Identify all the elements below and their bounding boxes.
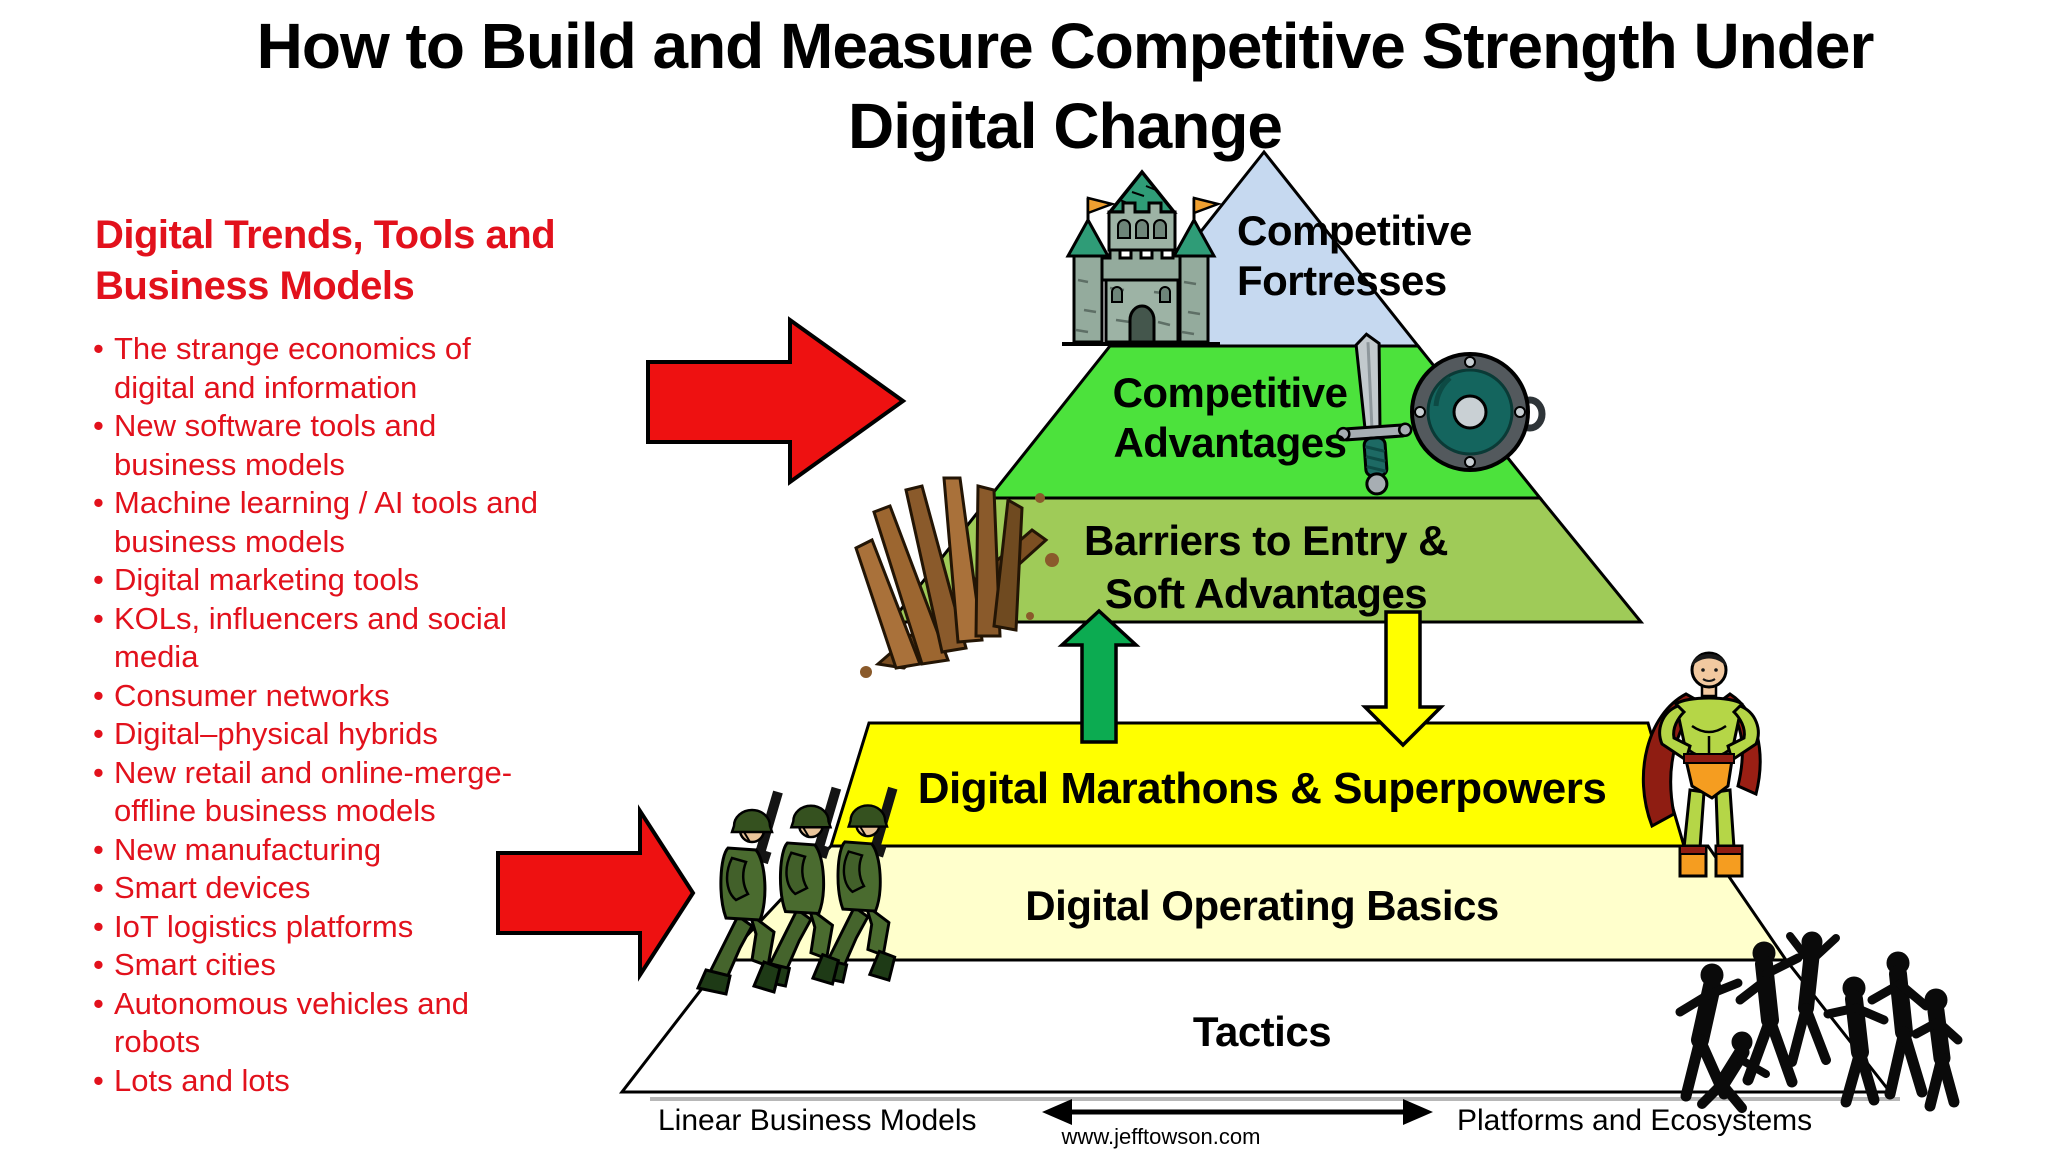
label-digital-marathons: Digital Marathons & Superpowers: [918, 764, 1607, 814]
label-digital-operating-basics: Digital Operating Basics: [1025, 882, 1499, 930]
label-tactics: Tactics: [1192, 1008, 1332, 1056]
shield-icon: [1410, 352, 1546, 472]
yellow-down-arrow-icon: [1360, 610, 1446, 748]
label-line: Competitive: [1112, 369, 1348, 416]
double-headed-arrow-icon: [1042, 1099, 1433, 1125]
list-item: Digital–physical hybrids: [90, 715, 542, 754]
red-arrow-upper-icon: [646, 316, 907, 486]
list-item: New manufacturing: [90, 831, 542, 870]
label-line: Advantages: [1113, 419, 1347, 466]
label-line: Digital Marathons & Superpowers: [917, 764, 1607, 813]
list-item: The strange economics of digital and inf…: [90, 330, 542, 407]
wooden-spikes-icon: [854, 476, 1059, 678]
label-barriers-to-entry: Barriers to Entry & Soft Advantages: [1084, 514, 1448, 620]
label-competitive-advantages: Competitive Advantages: [1113, 368, 1348, 468]
website-url: www.jefftowson.com: [1061, 1124, 1261, 1149]
slide-title: How to Build and Measure Competitive Str…: [95, 6, 2035, 166]
axis-label-platforms-ecosystems: Platforms and Ecosystems: [1457, 1104, 1813, 1137]
label-line: Barriers to Entry &: [1084, 517, 1448, 564]
list-item: Lots and lots: [90, 1062, 542, 1101]
slide-title-line: How to Build and Measure Competitive Str…: [256, 10, 1875, 82]
bullet-list: The strange economics of digital and inf…: [90, 330, 542, 1100]
label-line: Tactics: [1192, 1008, 1332, 1055]
list-item: New software tools and business models: [90, 407, 542, 484]
list-item: New retail and online-merge-offline busi…: [90, 754, 542, 831]
list-item: IoT logistics platforms: [90, 908, 542, 947]
left-heading-line: Digital Trends, Tools and: [95, 213, 556, 257]
list-item: Consumer networks: [90, 677, 542, 716]
fighting-crowd-icon: [1675, 931, 1963, 1113]
list-item: Smart devices: [90, 869, 542, 908]
label-line: Digital Operating Basics: [1025, 882, 1499, 929]
label-line: Fortresses: [1237, 257, 1447, 304]
left-panel-heading: Digital Trends, Tools and Business Model…: [95, 210, 556, 312]
list-item: Smart cities: [90, 946, 542, 985]
list-item: Machine learning / AI tools and business…: [90, 484, 542, 561]
list-item: Autonomous vehicles and robots: [90, 985, 542, 1062]
list-item: KOLs, influencers and social media: [90, 600, 542, 677]
label-line: Competitive: [1237, 207, 1472, 254]
castle-icon: [1062, 169, 1223, 346]
sword-icon: [1336, 332, 1413, 496]
label-line: Soft Advantages: [1104, 570, 1428, 617]
green-up-arrow-icon: [1057, 608, 1141, 744]
superhero-icon: [1641, 651, 1762, 878]
list-item: Digital marketing tools: [90, 561, 542, 600]
label-competitive-fortresses: Competitive Fortresses: [1237, 206, 1472, 306]
left-heading-line: Business Models: [95, 264, 415, 308]
axis-label-linear-business-models: Linear Business Models: [658, 1104, 977, 1137]
slide-title-line: Digital Change: [847, 90, 1283, 162]
